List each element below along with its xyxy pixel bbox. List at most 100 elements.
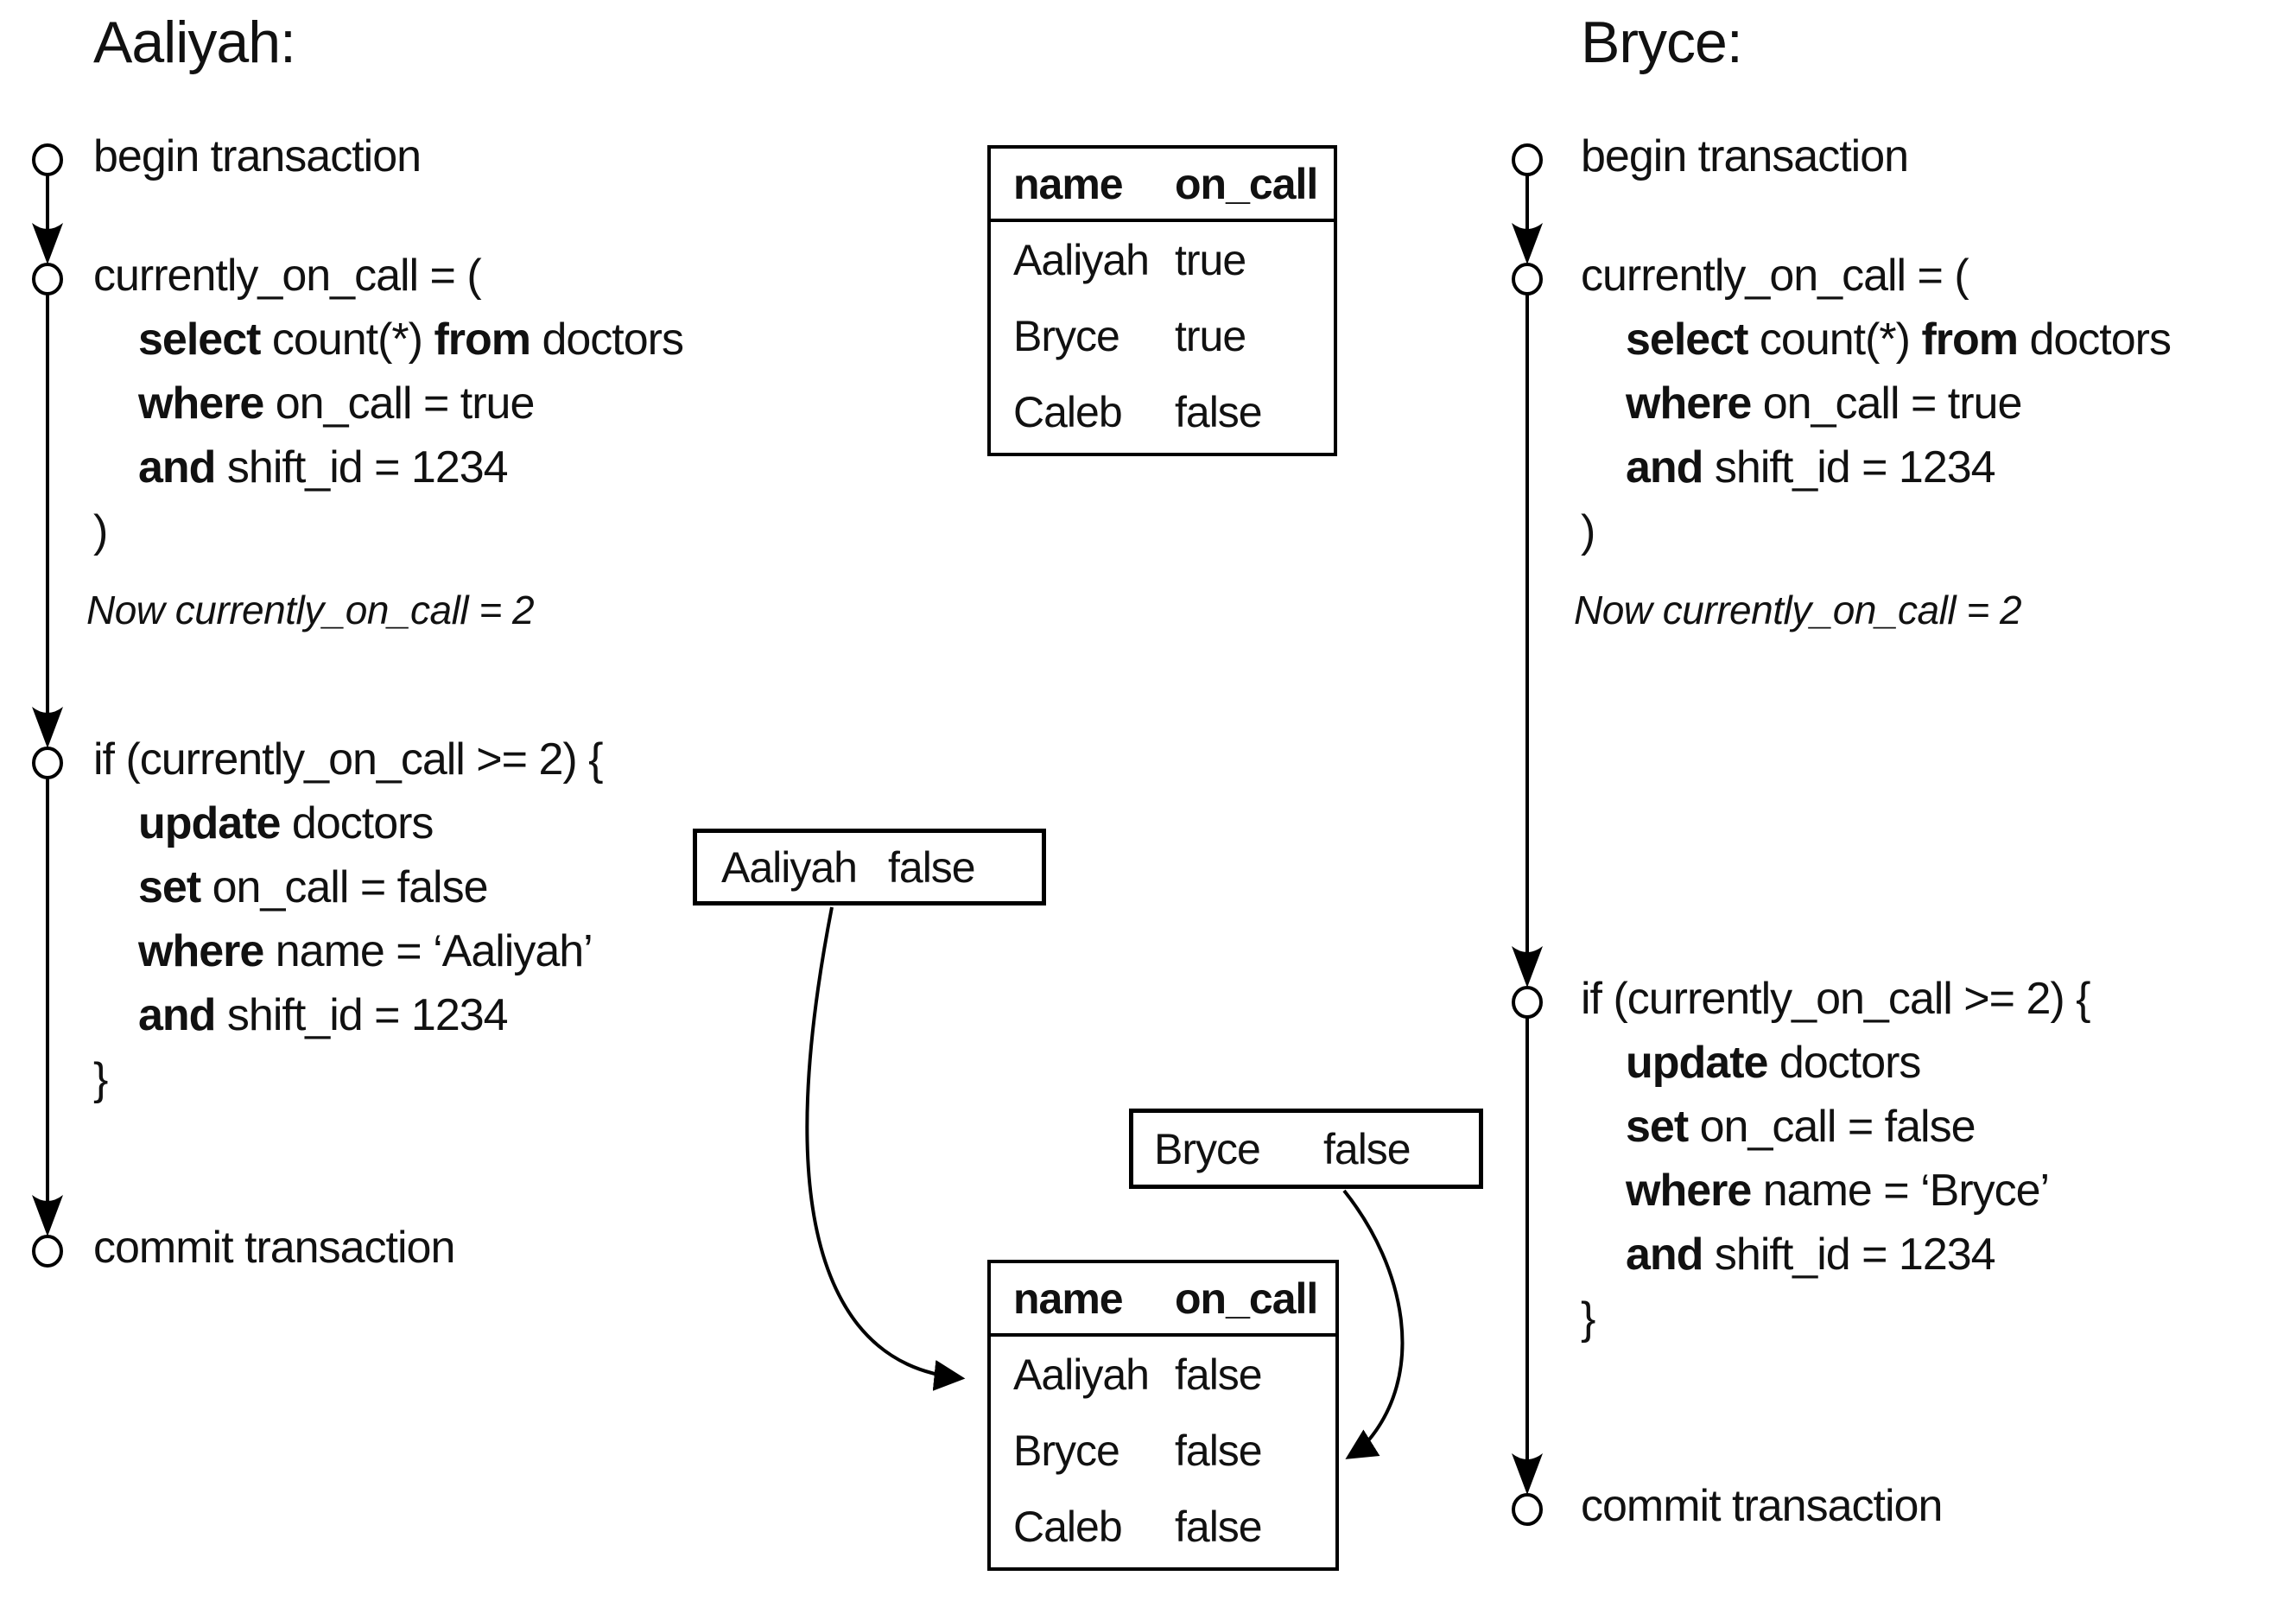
arrow-down-icon (1512, 1453, 1543, 1495)
aaliyah-update-box: Aaliyah false (693, 829, 1046, 905)
table-header-row: name on_call (991, 149, 1334, 222)
timeline-aaliyah (32, 143, 63, 1268)
sql-keyword: where (138, 926, 264, 976)
update-line: update doctors (1626, 1038, 1922, 1088)
table-header-row: name on_call (991, 1263, 1335, 1337)
cell-on-call: true (1175, 312, 1246, 360)
and-shift-line: and shift_id = 1234 (1626, 1230, 1996, 1280)
where-line: where on_call = true (138, 378, 536, 429)
cell-on-call: false (1175, 1350, 1263, 1399)
column-header-on-call: on_call (1175, 159, 1318, 208)
timeline-bryce (1512, 143, 1543, 1526)
updated-row-name: Aaliyah (721, 842, 858, 892)
and-shift-line: and shift_id = 1234 (138, 990, 509, 1040)
cell-on-call: false (1175, 388, 1263, 436)
begin-transaction-step: begin transaction (1581, 131, 1909, 181)
sql-keyword: update (138, 798, 281, 848)
timeline-node-icon (32, 1235, 63, 1268)
sql-keyword: where (138, 378, 264, 429)
column-header-name: name (1013, 1274, 1124, 1323)
cell-name: Caleb (1013, 388, 1123, 436)
updated-row-value: false (1323, 1124, 1411, 1173)
sql-text: shift_id = 1234 (215, 990, 509, 1040)
transaction-title: Bryce: (1581, 10, 1743, 75)
sql-keyword: from (434, 315, 531, 365)
sql-text: doctors (530, 315, 684, 365)
table-row: Bryce false (991, 1413, 1335, 1489)
sql-keyword: and (1626, 442, 1703, 492)
cell-name: Aaliyah (1013, 236, 1150, 284)
arrow-down-icon (1512, 223, 1543, 264)
sql-text: name = ‘Bryce’ (1751, 1166, 2050, 1216)
if-open-line: if (currently_on_call >= 2) { (1581, 974, 2091, 1024)
column-header-name: name (1013, 159, 1124, 208)
where-line: where on_call = true (1626, 378, 2023, 429)
sql-text: on_call = false (200, 862, 489, 912)
and-line: and shift_id = 1234 (1626, 442, 1996, 492)
commit-transaction-step: commit transaction (1581, 1481, 1943, 1531)
sql-text: on_call = true (1751, 378, 2023, 429)
sql-text: on_call = true (263, 378, 536, 429)
sql-keyword: from (1921, 315, 2019, 365)
note-line: Now currently_on_call = 2 (1574, 588, 2022, 632)
sql-text: count(*) (1747, 315, 1922, 365)
sql-keyword: and (1626, 1230, 1703, 1280)
sql-text: count(*) (260, 315, 434, 365)
select-line: select count(*) from doctors (1626, 315, 2172, 365)
sql-text: doctors (280, 798, 434, 848)
close-paren-line: ) (1581, 506, 1595, 556)
sql-keyword: where (1626, 378, 1752, 429)
cell-name: Bryce (1013, 312, 1120, 360)
cell-name: Bryce (1013, 1427, 1120, 1475)
sql-text: shift_id = 1234 (1703, 442, 1996, 492)
cell-on-call: true (1175, 236, 1246, 284)
bryce-update-curve (1342, 1189, 1405, 1459)
timeline-node-icon (32, 747, 63, 779)
doctors-table-final: name on_call Aaliyah false Bryce false C… (987, 1260, 1339, 1571)
timeline-node-icon (1512, 1493, 1543, 1526)
column-header-on-call: on_call (1175, 1274, 1318, 1323)
timeline-node-icon (32, 143, 63, 176)
table-row: Bryce true (991, 298, 1334, 374)
sql-text: name = ‘Aaliyah’ (263, 926, 593, 976)
arrow-down-icon (32, 223, 63, 264)
if-open-line: if (currently_on_call >= 2) { (93, 734, 604, 785)
sql-keyword: where (1626, 1166, 1752, 1216)
assign-open-line: currently_on_call = ( (1581, 251, 1969, 301)
updated-row-value: false (888, 842, 976, 892)
sql-keyword: and (138, 442, 216, 492)
cell-on-call: false (1175, 1427, 1263, 1475)
arrow-down-icon (32, 1195, 63, 1236)
sql-text: doctors (2018, 315, 2172, 365)
and-line: and shift_id = 1234 (138, 442, 509, 492)
sql-keyword: update (1626, 1038, 1768, 1088)
close-paren-line: ) (93, 506, 108, 556)
set-line: set on_call = false (1626, 1104, 1976, 1149)
sql-keyword: and (138, 990, 216, 1040)
sql-text: shift_id = 1234 (215, 442, 509, 492)
sql-text: doctors (1767, 1038, 1922, 1088)
sql-text: shift_id = 1234 (1703, 1230, 1996, 1280)
cell-name: Caleb (1013, 1503, 1123, 1551)
table-row: Caleb false (991, 374, 1334, 450)
close-brace-line: } (93, 1054, 108, 1104)
updated-row-name: Bryce (1154, 1124, 1261, 1173)
table-row: Aaliyah true (991, 222, 1334, 298)
select-line: select count(*) from doctors (138, 315, 684, 365)
transaction-title: Aaliyah: (93, 10, 296, 75)
assign-open-line: currently_on_call = ( (93, 251, 482, 301)
timeline-node-icon (1512, 986, 1543, 1019)
where-name-line: where name = ‘Aaliyah’ (138, 929, 593, 974)
table-row: Caleb false (991, 1489, 1335, 1565)
sql-keyword: set (1626, 1102, 1689, 1152)
doctors-table-initial: name on_call Aaliyah true Bryce true Cal… (987, 145, 1337, 456)
cell-on-call: false (1175, 1503, 1263, 1551)
set-line: set on_call = false (138, 862, 489, 912)
sql-keyword: set (138, 862, 201, 912)
arrow-down-icon (32, 707, 63, 748)
where-name-line: where name = ‘Bryce’ (1626, 1166, 2050, 1216)
cell-name: Aaliyah (1013, 1350, 1150, 1399)
timeline-node-icon (32, 263, 63, 295)
sql-keyword: select (1626, 315, 1748, 365)
sql-keyword: select (138, 315, 261, 365)
